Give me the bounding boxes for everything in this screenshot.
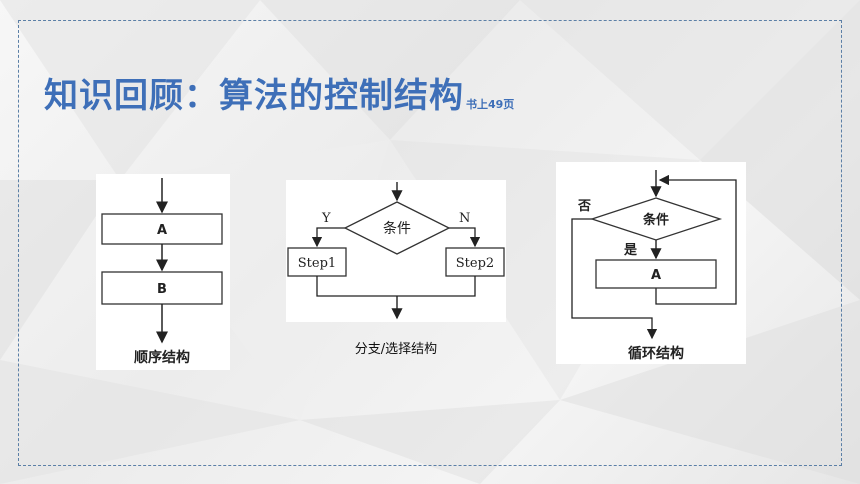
loop-yes-label: 是 xyxy=(623,243,638,258)
branch-yes-label: Y xyxy=(321,211,331,226)
branch-structure-panel: 条件 Y N Step1 Step2 xyxy=(286,180,506,322)
title-text: 知识回顾：算法的控制结构 xyxy=(44,76,464,116)
sequence-box-b-label: B xyxy=(157,282,167,297)
title-page-note: 书上49页 xyxy=(466,98,515,111)
loop-condition-label: 条件 xyxy=(643,212,669,228)
slide-frame xyxy=(18,20,842,466)
branch-step1-label: Step1 xyxy=(298,256,336,271)
sequence-structure-panel: A B 顺序结构 xyxy=(96,174,230,370)
branch-step2-label: Step2 xyxy=(456,256,494,271)
loop-flowchart: 条件 否 是 A 循环结构 xyxy=(571,170,737,362)
sequence-box-a-label: A xyxy=(157,223,167,238)
slide-title: 知识回顾：算法的控制结构 书上49页 xyxy=(44,70,514,118)
branch-step2-box xyxy=(445,247,505,277)
branch-no-label: N xyxy=(459,211,470,226)
loop-no-label: 否 xyxy=(577,199,591,214)
branch-caption: 分支/选择结构 xyxy=(354,342,438,357)
branch-step1-box xyxy=(287,247,347,277)
loop-structure-panel: 条件 否 是 A 循环结构 xyxy=(556,162,746,364)
loop-caption: 循环结构 xyxy=(628,345,684,362)
sequence-caption: 顺序结构 xyxy=(134,349,190,366)
loop-box-a-label: A xyxy=(651,268,661,283)
branch-condition-diamond xyxy=(343,201,451,255)
branch-condition-label: 条件 xyxy=(383,220,411,237)
loop-box-a xyxy=(595,259,717,289)
sequence-flowchart: A B 顺序结构 xyxy=(101,178,223,366)
branch-flowchart: 条件 Y N Step1 Step2 xyxy=(287,182,505,320)
